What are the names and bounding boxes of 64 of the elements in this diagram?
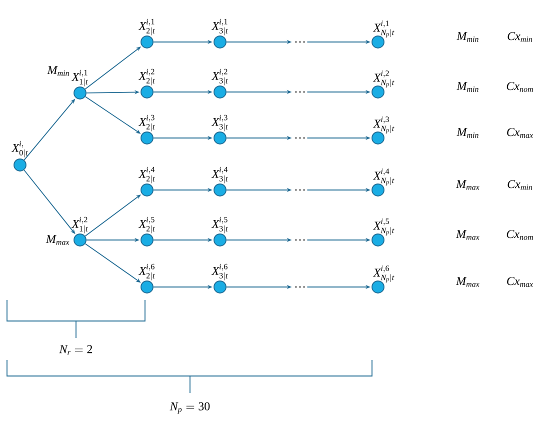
node-label: $X_{N_p|t}^{i,3}$	[372, 116, 394, 134]
branch-label: $M_{max}$	[46, 235, 70, 245]
branch-label: $M_{min}$	[47, 66, 69, 76]
state-node: $X_{2|t}^{i,5}$	[138, 216, 155, 246]
node-label: $X_{0|t}^{i,}$	[11, 140, 28, 158]
state-node: $X_{N_p|t}^{i,1}$	[372, 20, 394, 48]
node-label: $X_{N_p|t}^{i,2}$	[372, 70, 394, 88]
state-node: $X_{N_p|t}^{i,5}$	[372, 218, 394, 246]
state-node: $X_{N_p|t}^{i,6}$	[372, 266, 394, 294]
state-node: $X_{1|t}^{i,1}$	[71, 70, 88, 100]
state-node: $X_{N_p|t}^{i,3}$	[372, 116, 394, 144]
state-node: $X_{3|t}^{i,4}$	[211, 166, 228, 196]
ellipsis: …	[295, 239, 305, 241]
node-label: $X_{2|t}^{i,4}$	[138, 166, 155, 184]
node-label: $X_{3|t}^{i,2}$	[211, 68, 228, 86]
node-label: $X_{1|t}^{i,2}$	[71, 216, 88, 234]
case-label: $Cx_{min}$	[508, 180, 532, 190]
node-label: $X_{N_p|t}^{i,6}$	[372, 266, 394, 282]
state-node: $X_{3|t}^{i,6}$	[211, 264, 228, 294]
node-label: $X_{N_p|t}^{i,5}$	[372, 218, 394, 236]
state-node: $X_{2|t}^{i,3}$	[138, 114, 155, 144]
case-label: $Cx_{min}$	[508, 32, 532, 42]
case-label: $Cx_{nom}$	[506, 82, 533, 92]
case-label: $Cx_{nom}$	[506, 230, 533, 240]
horizon-label: $N_r = 2$	[59, 345, 92, 355]
state-node: $X_{N_p|t}^{i,2}$	[372, 70, 394, 98]
horizon-label: $N_p = 30$	[170, 402, 210, 414]
ellipsis: …	[295, 286, 305, 288]
ellipsis: …	[295, 137, 305, 139]
state-node: $X_{2|t}^{i,2}$	[138, 68, 155, 98]
node-label: $X_{2|t}^{i,1}$	[138, 18, 155, 36]
state-node: $X_{2|t}^{i,1}$	[138, 18, 155, 48]
node-label: $X_{2|t}^{i,6}$	[138, 264, 155, 280]
node-label: $X_{3|t}^{i,3}$	[211, 114, 228, 132]
state-node: $X_{3|t}^{i,3}$	[211, 114, 228, 144]
state-node: $X_{N_p|t}^{i,4}$	[372, 168, 394, 196]
state-node: $X_{2|t}^{i,6}$	[138, 264, 155, 294]
state-node: $X_{3|t}^{i,2}$	[211, 68, 228, 98]
node-label: $X_{2|t}^{i,2}$	[138, 68, 155, 86]
case-label: $M_{min}$	[456, 32, 478, 42]
state-node: $X_{0|t}^{i,}$	[11, 140, 28, 172]
node-label: $X_{3|t}^{i,4}$	[211, 166, 228, 184]
case-label: $M_{min}$	[456, 128, 478, 138]
case-label: $M_{max}$	[456, 180, 480, 190]
case-label: $Cx_{max}$	[507, 277, 534, 287]
state-node: $X_{1|t}^{i,2}$	[71, 216, 88, 246]
state-node: $X_{2|t}^{i,4}$	[138, 166, 155, 196]
case-label: $M_{min}$	[456, 82, 478, 92]
ellipsis: …	[295, 189, 305, 191]
state-node: $X_{3|t}^{i,1}$	[211, 18, 228, 48]
node-label: $X_{1|t}^{i,1}$	[71, 70, 88, 86]
ellipsis: …	[295, 41, 305, 43]
node-label: $X_{2|t}^{i,5}$	[138, 216, 155, 234]
node-label: $X_{3|t}^{i,5}$	[211, 216, 228, 234]
node-label: $X_{3|t}^{i,6}$	[211, 264, 228, 280]
node-label: $X_{3|t}^{i,1}$	[211, 18, 228, 36]
state-node: $X_{3|t}^{i,5}$	[211, 216, 228, 246]
case-label: $Cx_{max}$	[507, 128, 534, 138]
case-label: $M_{max}$	[456, 277, 480, 287]
ellipsis: …	[295, 91, 305, 93]
node-label: $X_{N_p|t}^{i,1}$	[372, 20, 394, 38]
node-label: $X_{N_p|t}^{i,4}$	[372, 168, 394, 186]
case-label: $M_{max}$	[456, 230, 480, 240]
node-label: $X_{2|t}^{i,3}$	[138, 114, 155, 132]
